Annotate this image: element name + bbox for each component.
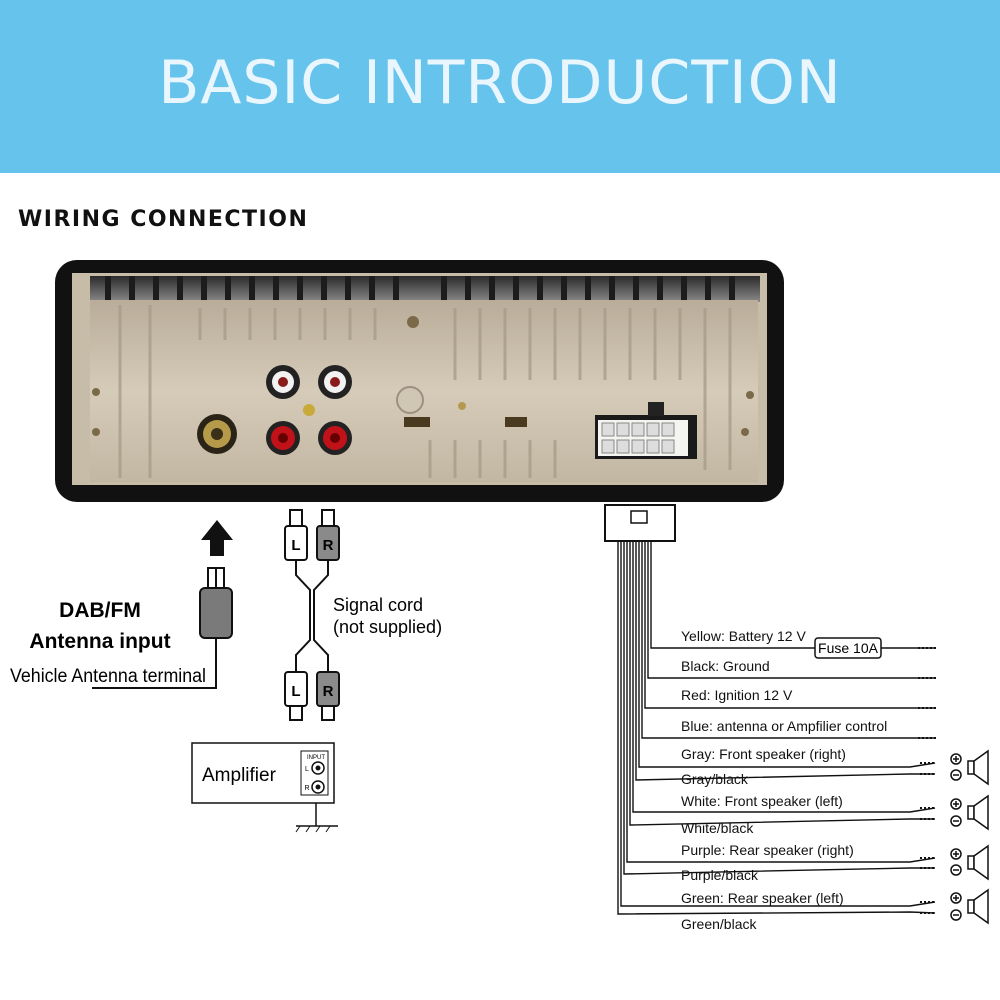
speaker-front-right bbox=[950, 749, 989, 786]
svg-text:R: R bbox=[323, 537, 334, 554]
wire-label: Purple: Rear speaker (right) bbox=[681, 842, 854, 858]
wire-label: White: Front speaker (left) bbox=[681, 793, 843, 809]
rca-plug-right-top: R bbox=[316, 525, 340, 561]
wire-label: Red: Ignition 12 V bbox=[681, 687, 793, 703]
header-banner: BASIC INTRODUCTION bbox=[0, 0, 1000, 173]
signal-cord-label-line1: Signal cord bbox=[333, 595, 423, 615]
signal-cord-label-line2: (not supplied) bbox=[333, 617, 442, 637]
speaker-rear-right bbox=[950, 844, 989, 881]
wire-label: Black: Ground bbox=[681, 658, 770, 674]
amplifier-label: Amplifier bbox=[202, 765, 277, 786]
speaker-icon bbox=[967, 888, 989, 925]
svg-text:L: L bbox=[291, 683, 300, 700]
antenna-plug-icon bbox=[92, 567, 233, 689]
section-heading: WIRING CONNECTION bbox=[18, 207, 309, 232]
antenna-jack bbox=[197, 414, 237, 454]
amplifier-input-label: INPUT bbox=[307, 755, 325, 761]
wire-harness bbox=[617, 541, 936, 915]
rca-plug-left-top: L bbox=[284, 525, 308, 561]
radio-unit-rear bbox=[55, 260, 784, 502]
svg-text:L: L bbox=[291, 537, 300, 554]
amplifier-box bbox=[191, 742, 338, 833]
wire-label: Yellow: Battery 12 V bbox=[681, 628, 806, 644]
rca-plug-right-bottom: R bbox=[316, 671, 340, 707]
antenna-label-line3: Vehicle Antenna terminal bbox=[10, 666, 206, 687]
speaker-icon bbox=[967, 844, 989, 881]
amplifier-input-l: L bbox=[305, 766, 309, 773]
wire-label: Gray/black bbox=[681, 771, 749, 787]
antenna-arrow-icon bbox=[201, 520, 233, 556]
iso-socket bbox=[595, 402, 697, 459]
page-title: BASIC INTRODUCTION bbox=[158, 48, 842, 118]
wire-label: White/black bbox=[681, 820, 754, 836]
svg-text:R: R bbox=[323, 683, 334, 700]
speaker-rear-left bbox=[950, 888, 989, 925]
fuse: Fuse 10A bbox=[814, 637, 882, 659]
speaker-icon bbox=[967, 794, 989, 831]
wire-label: Green/black bbox=[681, 916, 757, 932]
wire-label: Gray: Front speaker (right) bbox=[681, 746, 846, 762]
speaker-icon bbox=[967, 749, 989, 786]
wire-label: Purple/black bbox=[681, 867, 759, 883]
harness-connector bbox=[604, 504, 676, 542]
wire-label: Blue: antenna or Ampfilier control bbox=[681, 718, 887, 734]
fuse-label: Fuse 10A bbox=[818, 640, 879, 656]
amplifier-input-r: R bbox=[304, 785, 309, 792]
rca-plug-left-bottom: L bbox=[284, 671, 308, 707]
rca-outputs bbox=[266, 365, 352, 455]
wire-labels: Yellow: Battery 12 V Black: Ground Red: … bbox=[681, 628, 887, 932]
antenna-label-line1: DAB/FM bbox=[59, 599, 141, 622]
speaker-front-left bbox=[950, 794, 989, 831]
wire-label: Green: Rear speaker (left) bbox=[681, 890, 844, 906]
antenna-label-line2: Antenna input bbox=[29, 630, 170, 653]
wire-ends bbox=[918, 647, 936, 914]
